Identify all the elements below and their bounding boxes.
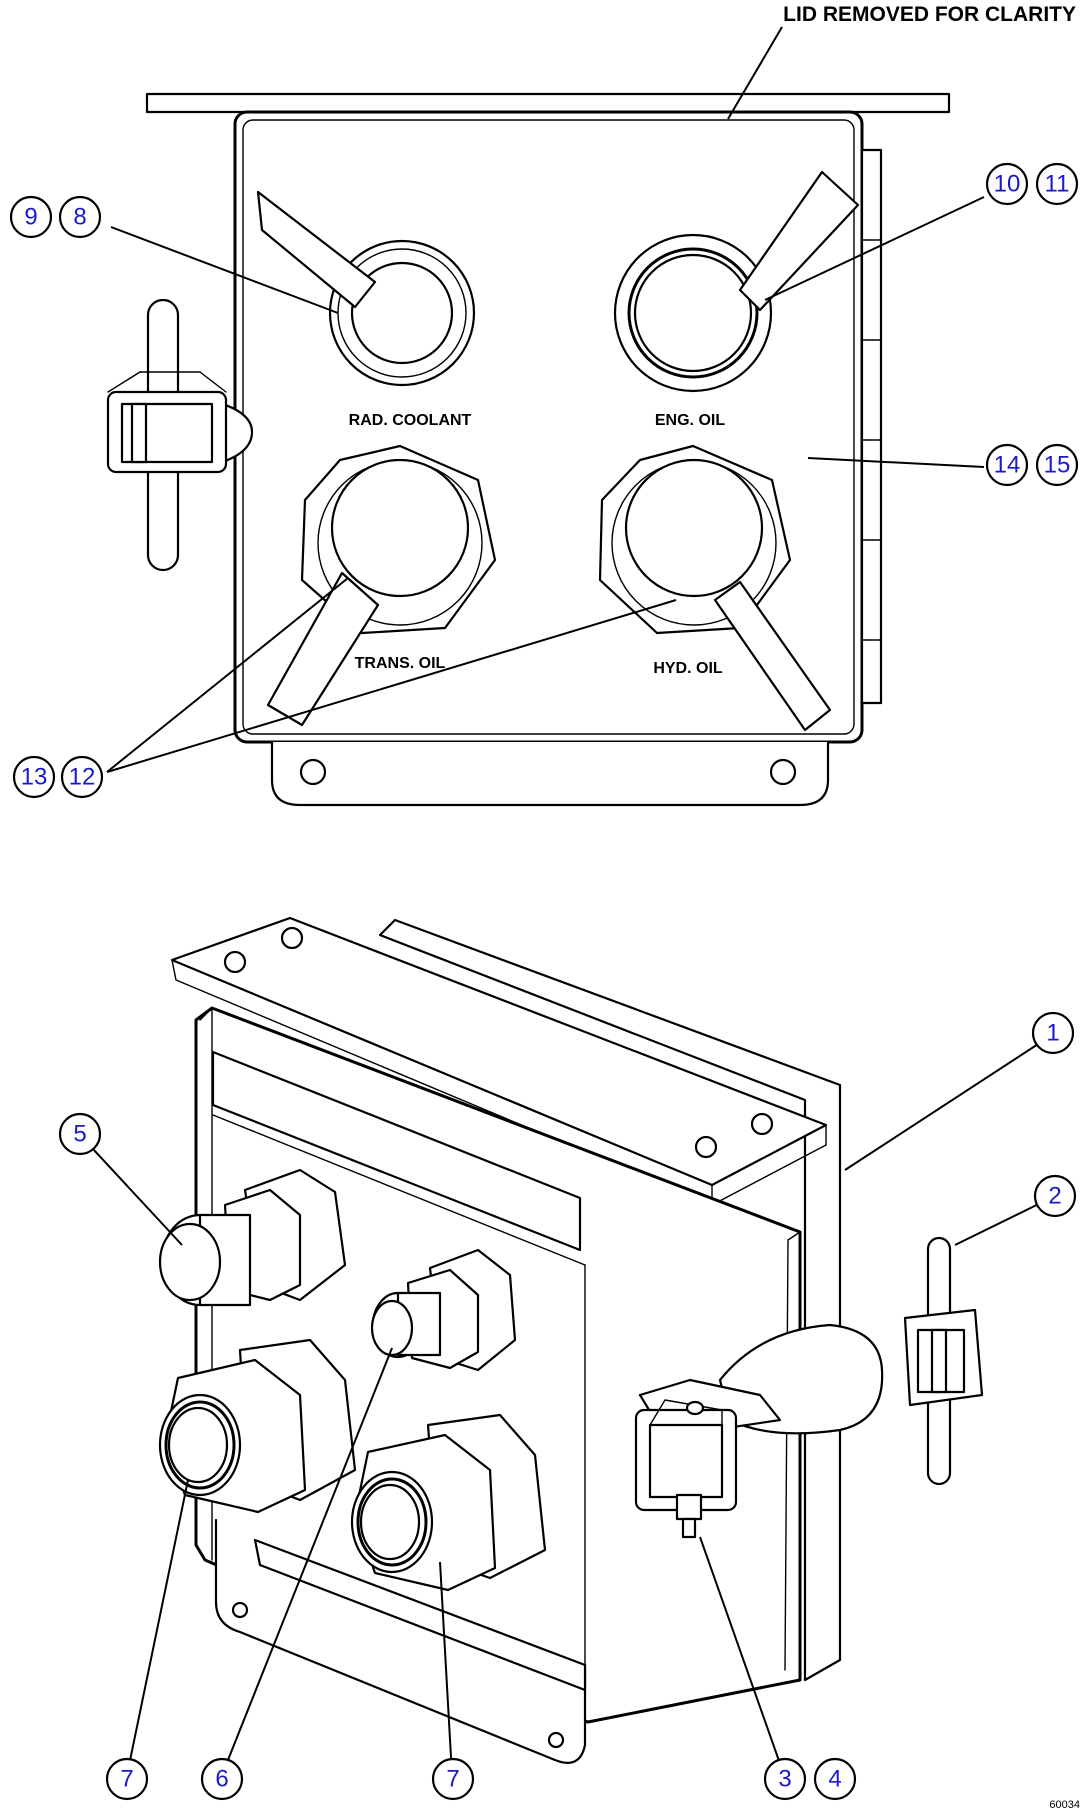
callout-8: 8 bbox=[58, 195, 102, 239]
fitting-7-right bbox=[350, 1413, 547, 1592]
rad-coolant-port bbox=[256, 190, 476, 387]
svg-text:15: 15 bbox=[1044, 452, 1071, 479]
hinge bbox=[860, 148, 883, 705]
mounting-hole-left bbox=[299, 758, 327, 786]
figure-id: 60034 bbox=[1049, 1799, 1080, 1811]
svg-text:8: 8 bbox=[73, 204, 86, 231]
mounting-flange bbox=[270, 740, 830, 807]
fitting-5 bbox=[158, 1168, 347, 1307]
callouts: 9 8 10 11 14 15 13 12 bbox=[9, 162, 1079, 1801]
fitting-6 bbox=[370, 1248, 517, 1372]
callout-4: 4 bbox=[813, 1757, 857, 1801]
side-clamp bbox=[634, 1236, 984, 1539]
callout-7-right: 7 bbox=[431, 1757, 475, 1801]
svg-text:6: 6 bbox=[215, 1766, 228, 1793]
svg-text:13: 13 bbox=[21, 764, 48, 791]
svg-text:14: 14 bbox=[994, 452, 1021, 479]
callout-3: 3 bbox=[763, 1757, 807, 1801]
trans-oil-port bbox=[266, 444, 497, 727]
box-front bbox=[194, 1006, 802, 1724]
rad-coolant-label: RAD. COOLANT bbox=[349, 412, 472, 429]
svg-text:2: 2 bbox=[1048, 1183, 1061, 1210]
hyd-oil-label: HYD. OIL bbox=[653, 660, 723, 677]
callout-12: 12 bbox=[60, 755, 104, 799]
svg-text:4: 4 bbox=[828, 1766, 841, 1793]
callout-14: 14 bbox=[985, 443, 1029, 487]
svg-text:12: 12 bbox=[69, 764, 96, 791]
callout-10: 10 bbox=[985, 162, 1029, 206]
callout-6: 6 bbox=[200, 1757, 244, 1801]
fitting-7-left bbox=[158, 1338, 357, 1514]
callout-1: 1 bbox=[1031, 1011, 1075, 1055]
svg-text:7: 7 bbox=[446, 1766, 459, 1793]
callout-11: 11 bbox=[1035, 162, 1079, 206]
lid-bar bbox=[145, 92, 951, 114]
eng-oil-label: ENG. OIL bbox=[655, 412, 725, 429]
latch bbox=[106, 298, 254, 572]
callout-15: 15 bbox=[1035, 443, 1079, 487]
callout-5: 5 bbox=[58, 1112, 102, 1156]
trans-oil-label: TRANS. OIL bbox=[355, 655, 446, 672]
callout-9: 9 bbox=[9, 195, 53, 239]
callout-2: 2 bbox=[1033, 1174, 1077, 1218]
eng-oil-port bbox=[613, 170, 860, 393]
callout-13: 13 bbox=[12, 755, 56, 799]
lid-removed-note: LID REMOVED FOR CLARITY bbox=[783, 3, 1076, 26]
svg-text:10: 10 bbox=[994, 171, 1021, 198]
label-plate bbox=[211, 1050, 582, 1252]
mounting-hole-right bbox=[769, 758, 797, 786]
top-view: RAD. COOLANT ENG. OIL TRANS. OIL HYD. OI… bbox=[106, 3, 1076, 807]
callout-7-left: 7 bbox=[105, 1757, 149, 1801]
svg-text:11: 11 bbox=[1045, 171, 1070, 198]
bottom-view bbox=[79, 916, 1056, 1776]
svg-text:5: 5 bbox=[73, 1121, 86, 1148]
svg-text:9: 9 bbox=[24, 204, 37, 231]
hyd-oil-port bbox=[598, 444, 832, 732]
svg-text:1: 1 bbox=[1046, 1020, 1059, 1047]
svg-text:3: 3 bbox=[778, 1766, 791, 1793]
back-plate bbox=[378, 918, 842, 1682]
svg-text:7: 7 bbox=[120, 1766, 133, 1793]
